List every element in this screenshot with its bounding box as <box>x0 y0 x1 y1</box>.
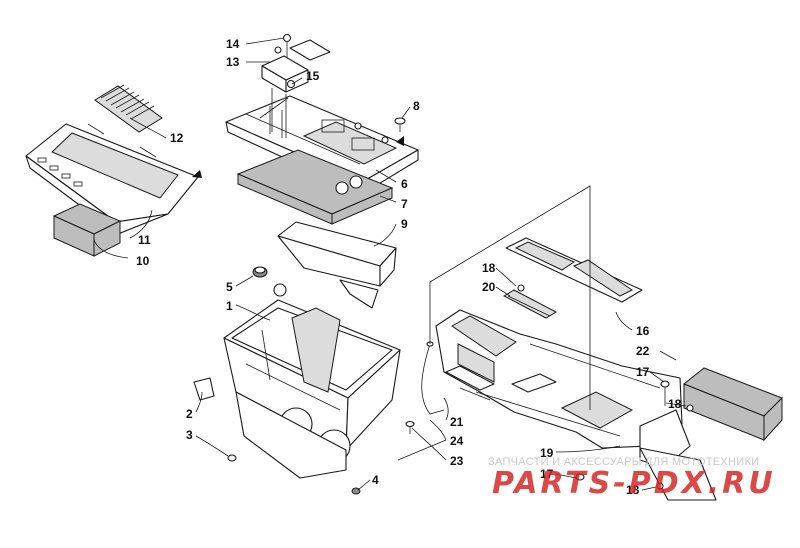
callout-13: 13 <box>226 55 240 69</box>
watermark-logo: PARTS-PDX.RU <box>492 466 776 501</box>
callout-15: 15 <box>306 69 320 83</box>
callout-5: 5 <box>226 280 233 294</box>
part-11-panel[interactable] <box>25 123 202 235</box>
callout-12: 12 <box>170 131 184 145</box>
callout-6: 6 <box>401 177 408 191</box>
part-9-cover[interactable] <box>277 221 397 309</box>
part-17-screw-lower[interactable] <box>575 473 585 481</box>
part-7-gasket[interactable] <box>236 149 394 225</box>
part-20-plate[interactable] <box>502 289 558 319</box>
part-10-foam[interactable] <box>52 203 122 257</box>
callout-20: 20 <box>482 280 496 294</box>
callout-18-right: 18 <box>668 397 682 411</box>
callout-18-upper: 18 <box>482 261 496 275</box>
part-22-foam[interactable] <box>683 367 783 442</box>
part-18-nut-lower[interactable] <box>656 482 664 490</box>
watermark-caption: ЗАПЧАСТИ И АКСЕССУАРЫ ДЛЯ МОТОТЕХНИКИ <box>488 456 760 468</box>
callout-2: 2 <box>186 407 193 421</box>
callout-1: 1 <box>226 299 233 313</box>
part-14-screw[interactable] <box>282 33 292 59</box>
part-23-bolt[interactable] <box>405 420 415 435</box>
callout-24: 24 <box>450 434 464 448</box>
assembly-lines <box>259 88 591 461</box>
part-8-rivet[interactable] <box>394 117 406 146</box>
part-1-housing[interactable] <box>223 283 401 479</box>
part-18-nut-upper[interactable] <box>517 284 525 292</box>
callout-3: 3 <box>186 428 193 442</box>
part-17-screw-upper[interactable] <box>660 380 670 406</box>
callout-9: 9 <box>401 217 408 231</box>
callout-21: 21 <box>450 415 464 429</box>
leader-lines <box>93 37 687 491</box>
callout-19: 19 <box>540 446 554 460</box>
part-21-bracket[interactable] <box>445 365 495 401</box>
part-12-grille[interactable] <box>94 84 163 133</box>
part-13-bracket[interactable] <box>261 39 331 93</box>
callout-17-upper: 17 <box>636 365 650 379</box>
callout-17-lower: 17 <box>540 467 554 481</box>
callout-14: 14 <box>226 37 240 51</box>
callout-22: 22 <box>636 344 650 358</box>
callout-4: 4 <box>372 473 379 487</box>
callout-16: 16 <box>636 324 650 338</box>
callout-10: 10 <box>136 254 150 268</box>
callout-8: 8 <box>413 99 420 113</box>
callout-18-lower: 18 <box>626 483 640 497</box>
part-3-bolt[interactable] <box>227 454 237 462</box>
part-18-nut-right[interactable] <box>686 404 694 412</box>
callout-23: 23 <box>450 454 464 468</box>
part-16-frame[interactable] <box>505 237 643 303</box>
part-5-cap[interactable] <box>252 266 268 278</box>
callout-7: 7 <box>401 197 408 211</box>
part-15-clip[interactable] <box>286 79 296 89</box>
part-19-tray[interactable] <box>435 309 717 501</box>
callout-11: 11 <box>138 233 151 247</box>
part-2-latch[interactable] <box>193 377 215 401</box>
